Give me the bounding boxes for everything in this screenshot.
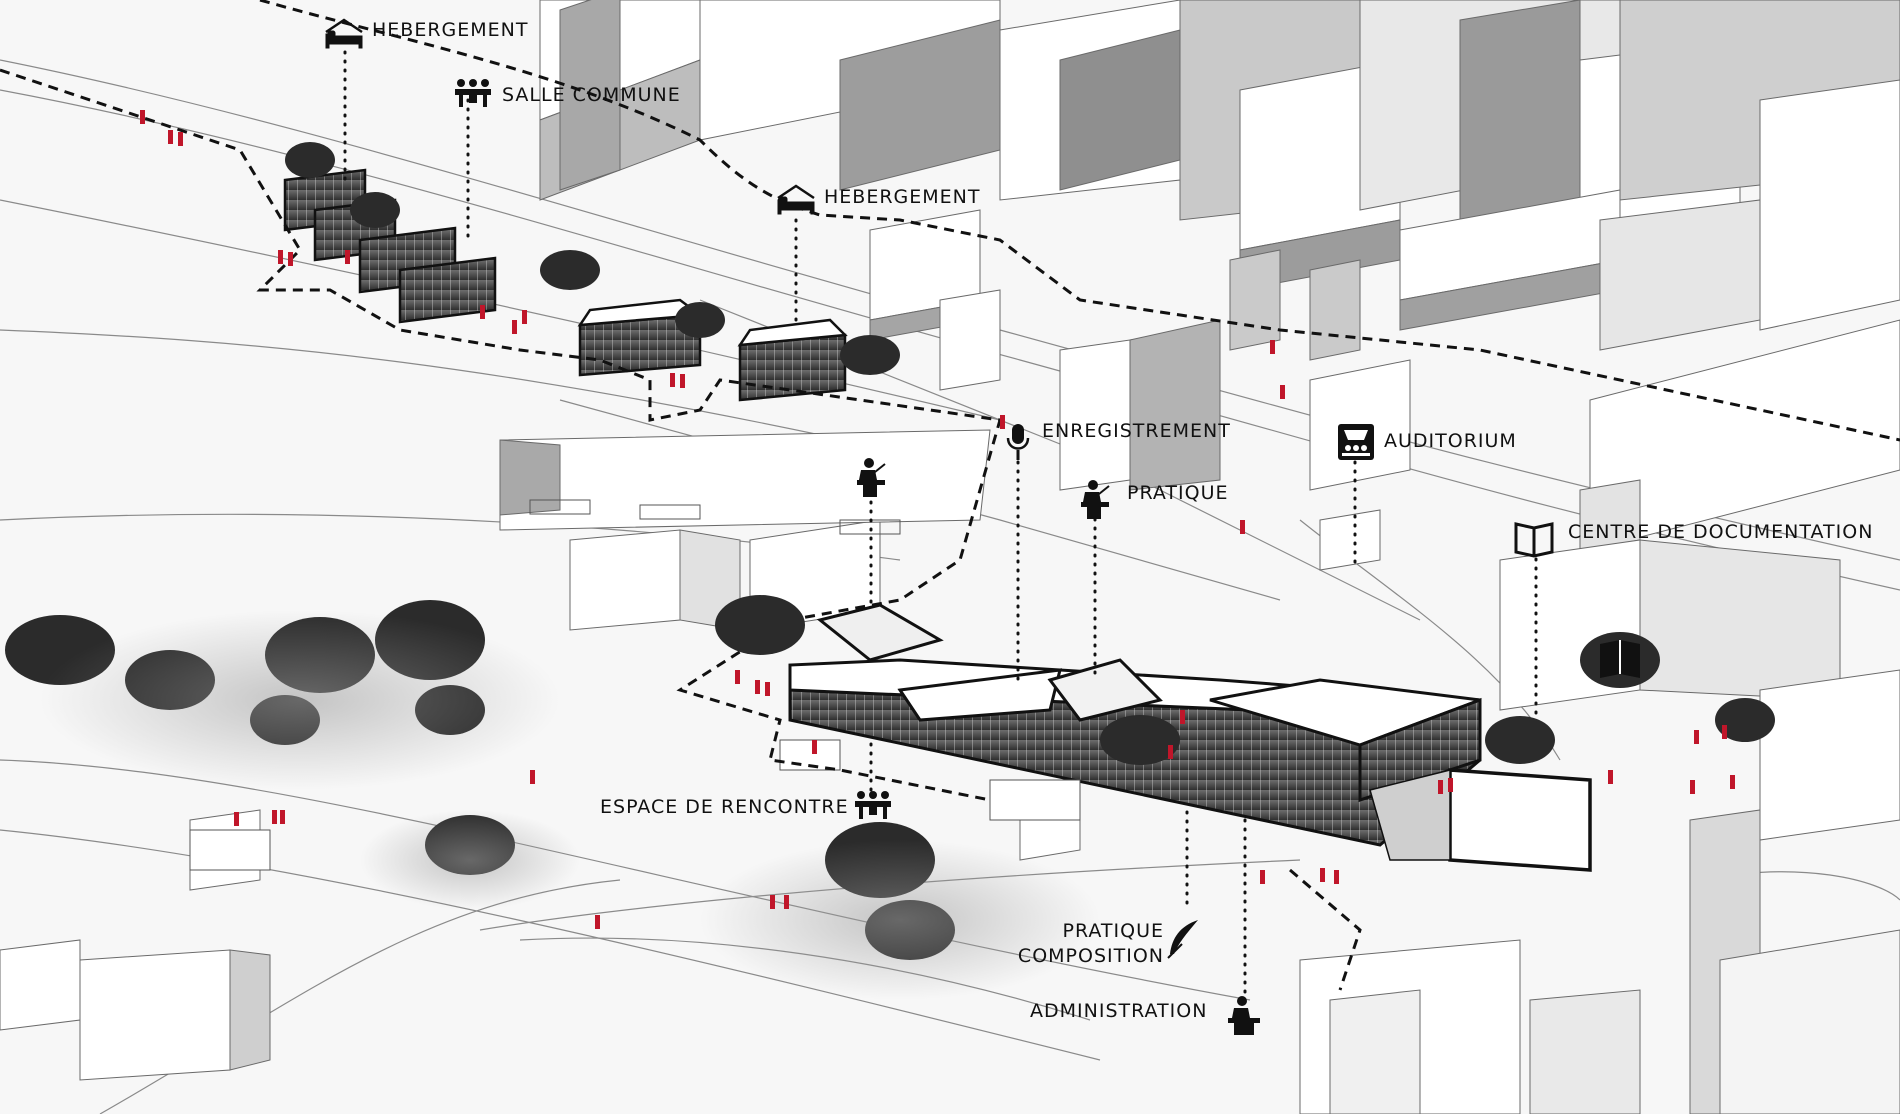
people: [140, 110, 1735, 929]
label-auditorium: AUDITORIUM: [1384, 430, 1517, 452]
book-icon: [1514, 522, 1554, 558]
microphone-icon: [1006, 424, 1030, 460]
tree-fog: [40, 610, 1100, 1000]
label-centre-documentation: CENTRE DE DOCUMENTATION: [1568, 521, 1874, 543]
label-pratique-composition-2: COMPOSITION: [1017, 945, 1164, 967]
book-icon: [1600, 640, 1640, 678]
meeting-icon: [455, 79, 491, 107]
label-hebergement-upper: HEBERGEMENT: [372, 19, 529, 41]
bed-icon: [777, 184, 815, 215]
hebergement-buildings: [283, 168, 848, 402]
label-hebergement-middle: HEBERGEMENT: [824, 186, 981, 208]
bed-icon: [325, 18, 363, 49]
label-salle-commune: SALLE COMMUNE: [502, 84, 681, 106]
quill-icon: [1167, 920, 1198, 959]
desk-icon: [1228, 996, 1260, 1035]
label-espace-rencontre: ESPACE DE RENCONTRE: [600, 796, 849, 818]
lower-buildings: [0, 429, 1900, 1114]
podium-icon: [1081, 480, 1110, 519]
podium-icon: [857, 458, 886, 497]
parking-lines: [189, 499, 1081, 871]
meeting-icon: [855, 791, 891, 819]
auditorium-icon: [1338, 424, 1374, 460]
label-administration: ADMINISTRATION: [1030, 1000, 1208, 1022]
label-pratique: PRATIQUE: [1127, 482, 1229, 504]
leader-lines: [343, 50, 1538, 1002]
main-building: [788, 603, 1592, 872]
label-pratique-composition-1: PRATIQUE: [1062, 920, 1164, 942]
existing-buildings: [539, 0, 1900, 571]
label-enregistrement: ENREGISTREMENT: [1042, 420, 1231, 442]
